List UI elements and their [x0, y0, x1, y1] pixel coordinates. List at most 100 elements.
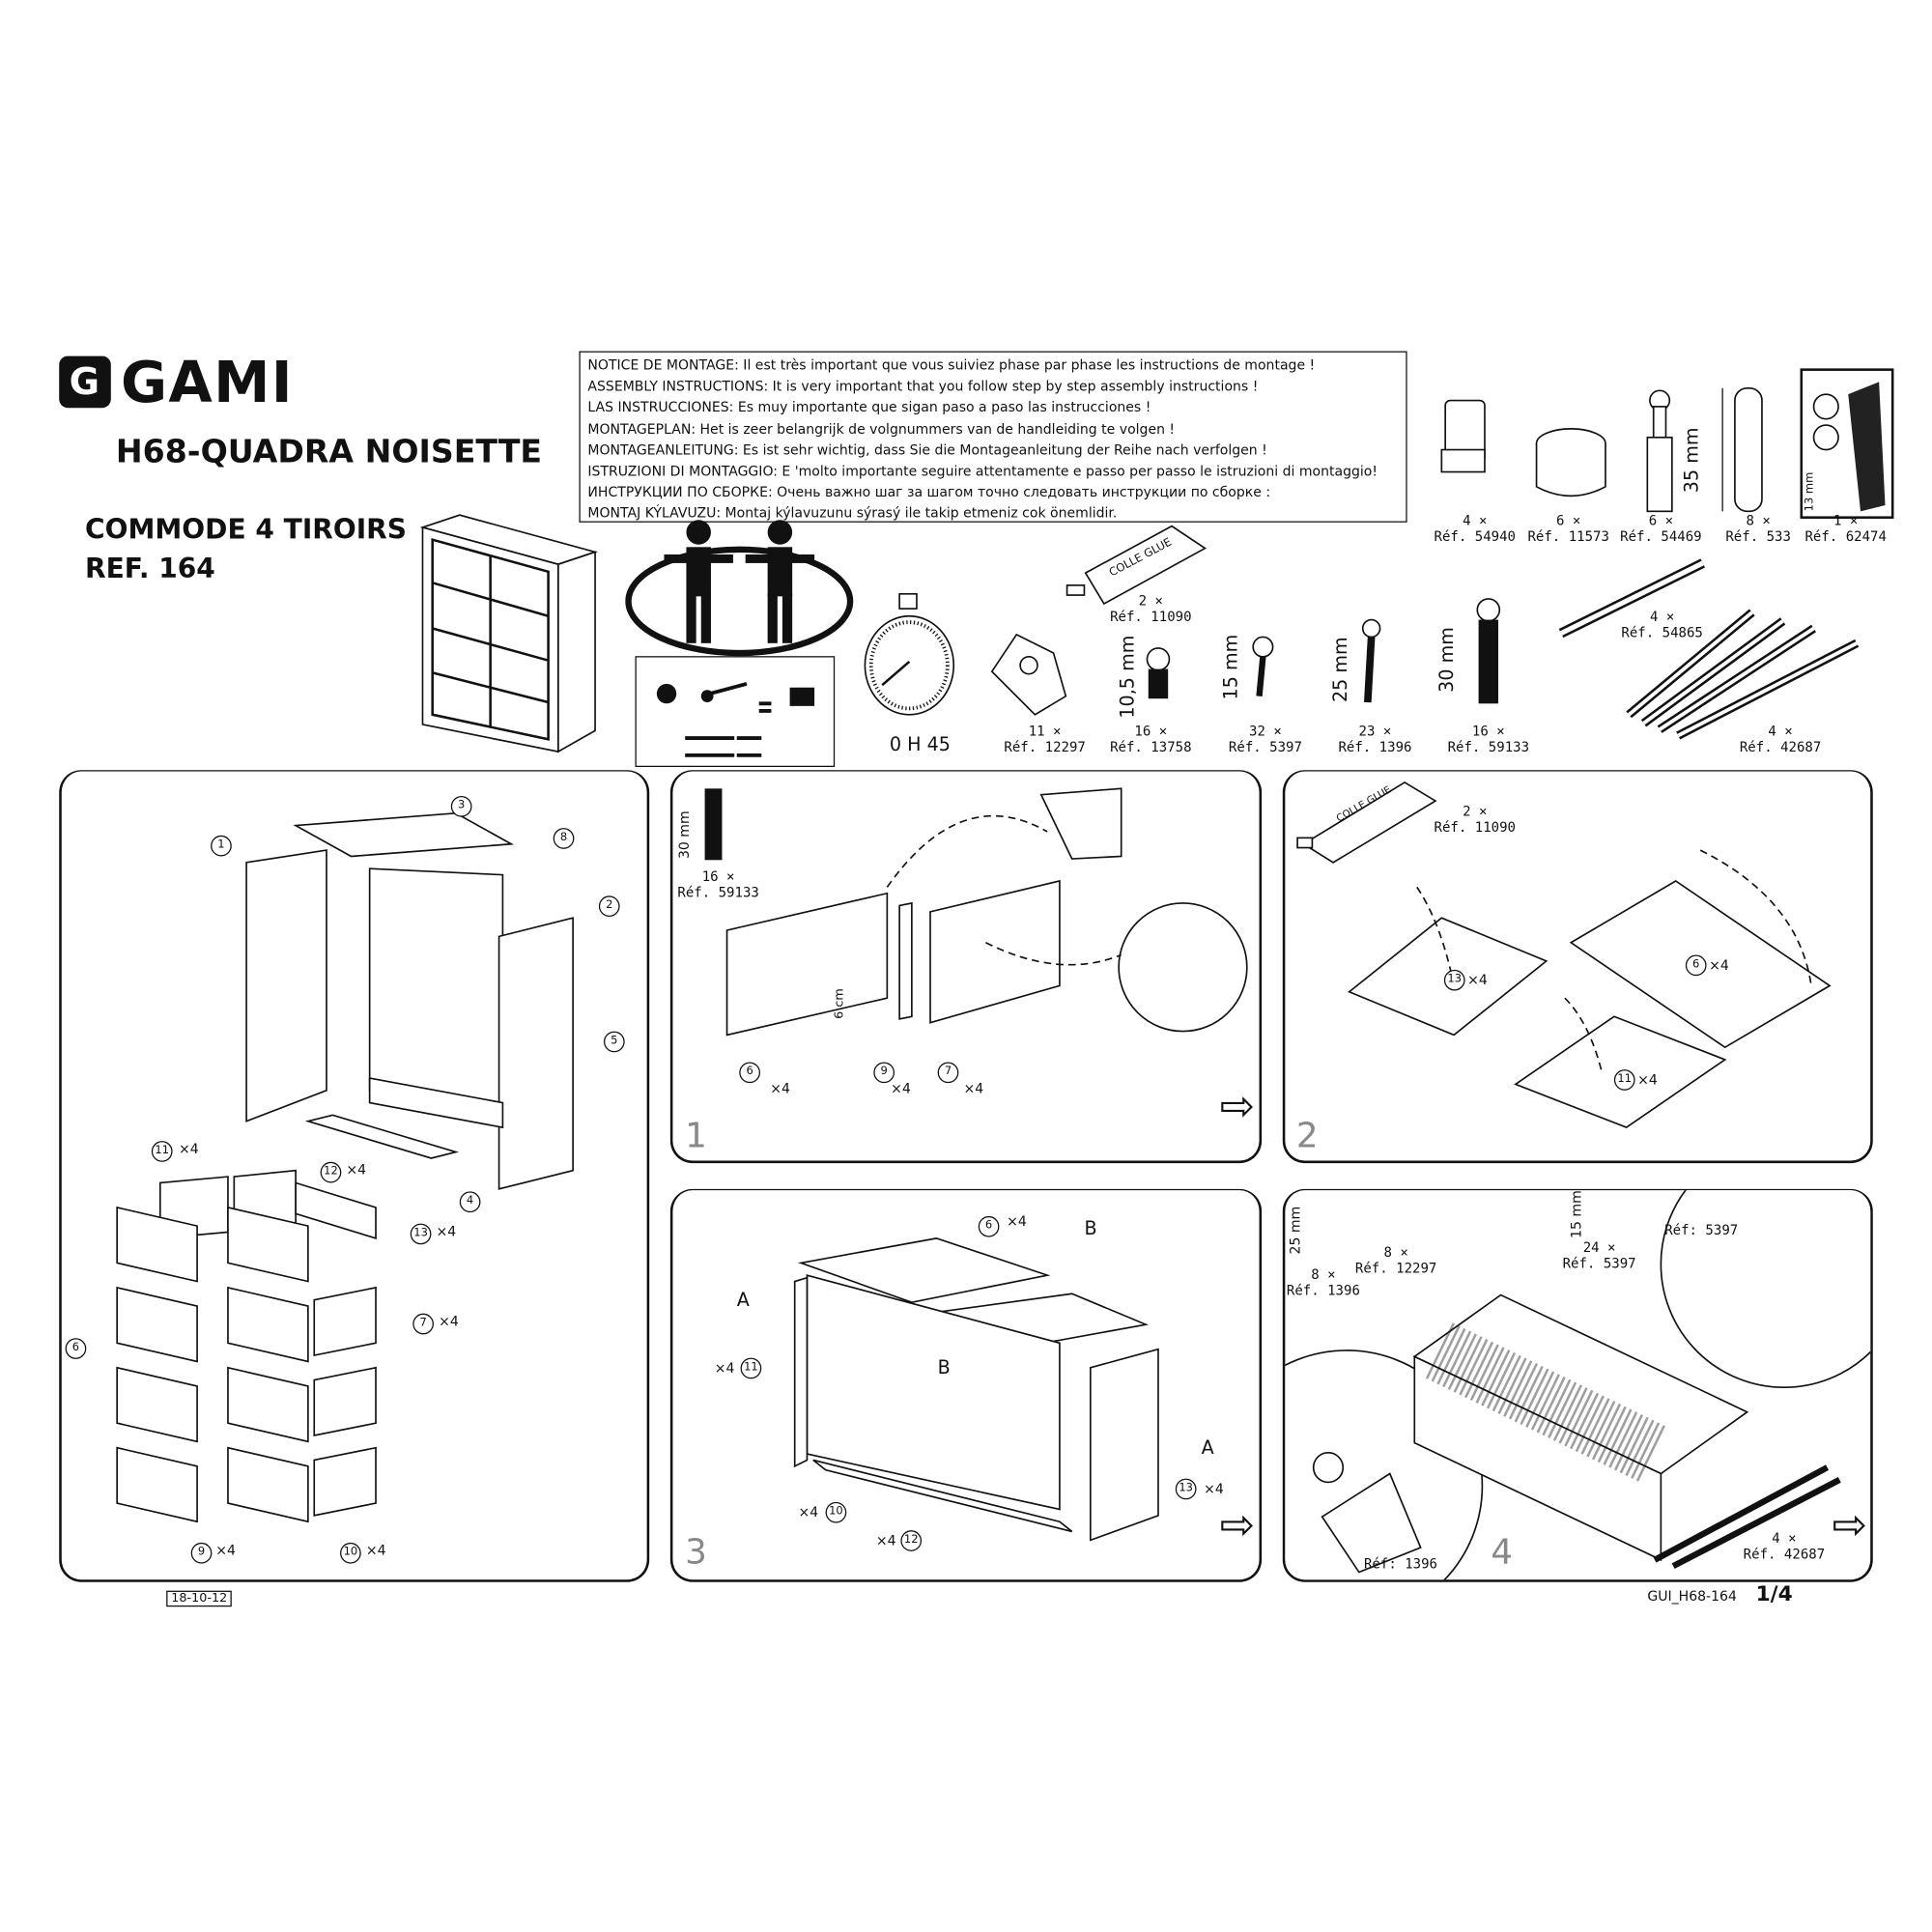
screw-5397-size: 15 mm [1219, 634, 1242, 700]
part-callout-7: 7 [412, 1313, 434, 1335]
tools-icon [635, 656, 836, 767]
notice-en: ASSEMBLY INSTRUCTIONS: It is very import… [587, 378, 1259, 395]
step-3-panel [669, 1188, 1263, 1582]
step-3-drawing [793, 1237, 1159, 1542]
qty-mult: ×4 [714, 1360, 735, 1377]
notice-nl: MONTAGEPLAN: Het is zeer belangrijk de v… [587, 420, 1176, 438]
part-callout-13: 13 [410, 1223, 432, 1245]
detail-label: Réf: 5397 [1664, 1222, 1739, 1238]
dowel-size: 35 mm [1680, 427, 1703, 494]
notice-ru: ИНСТРУКЦИИ ПО СБОРКЕ: Очень важно шаг за… [587, 484, 1271, 501]
screw-5397-icon [1252, 636, 1274, 696]
step-number: 3 [685, 1531, 707, 1573]
part-callout-7: 7 [937, 1062, 959, 1084]
logo-mark-icon: G [59, 355, 111, 409]
hw-533-label: 8 ×Réf. 533 [1725, 512, 1791, 545]
spacing-label: 6 cm [833, 988, 847, 1019]
notice-de: MONTAGEANLEITUNG: Es ist sehr wichtig, d… [587, 441, 1267, 459]
step4-1396-label: 8 ×Réf. 1396 [1286, 1266, 1360, 1299]
logo-text: GAMI [120, 348, 294, 415]
print-date: 18-10-12 [166, 1590, 233, 1607]
hw-1396-label: 23 ×Réf. 1396 [1338, 723, 1412, 755]
hw-62474-label: 1 ×Réf. 62474 [1804, 512, 1887, 545]
part-callout-10: 10 [825, 1501, 847, 1523]
notice-es: LAS INSTRUCCIONES: Es muy importante que… [587, 399, 1151, 416]
screw-59133-icon [1476, 598, 1501, 704]
qty-mult: ×4 [875, 1532, 896, 1549]
screw-1396-icon [1361, 618, 1381, 703]
step-4-panel [1282, 1188, 1873, 1582]
cam-lock-icon [1535, 428, 1606, 497]
screw-13758-icon [1146, 647, 1171, 699]
hw-12297-label: 11 ×Réf. 12297 [1004, 723, 1086, 755]
step4-12297-label: 8 ×Réf. 12297 [1354, 1244, 1437, 1277]
part-callout-6: 6 [1685, 954, 1707, 977]
hw-54940-label: 4 ×Réf. 54940 [1434, 512, 1517, 545]
screw-size: 15 mm [1568, 1190, 1585, 1238]
hw-11573-label: 6 ×Réf. 11573 [1527, 512, 1609, 545]
stopwatch-icon [864, 592, 955, 716]
qty-mult: ×4 [798, 1504, 819, 1520]
notice-it: ISTRUZIONI DI MONTAGGIO: E 'molto import… [587, 463, 1378, 480]
screw-size: 25 mm [1287, 1206, 1304, 1255]
notice-tr: MONTAJ KÝLAVUZU: Montaj kýlavuzunu sýras… [587, 505, 1118, 523]
assembly-time: 0 H 45 [889, 732, 951, 755]
step-4-drawing [1285, 1190, 1871, 1580]
qty-mult: ×4 [215, 1542, 236, 1559]
document-code: GUI_H68-164 [1647, 1588, 1737, 1605]
part-callout-9: 9 [873, 1062, 895, 1084]
hinge-screw-size: 13 mm [1804, 471, 1817, 512]
part-callout-11: 11 [151, 1141, 173, 1162]
step-number: 2 [1295, 1115, 1319, 1156]
connector-54940-icon [1440, 399, 1486, 473]
part-callout-12: 12 [320, 1161, 342, 1183]
qty-mult: ×4 [436, 1223, 457, 1240]
hw-5397-label: 32 ×Réf. 5397 [1228, 723, 1302, 755]
drawer-runners-icon [1558, 558, 1860, 740]
qty-mult: ×4 [439, 1313, 459, 1330]
marker-b: B [937, 1356, 951, 1379]
part-callout-11: 11 [740, 1357, 762, 1379]
part-callout-4: 4 [459, 1191, 481, 1213]
hw-54469-label: 6 ×Réf. 54469 [1620, 512, 1702, 545]
part-callout-13: 13 [1175, 1478, 1197, 1500]
corner-bracket-icon [990, 633, 1067, 716]
step-2-drawing [1296, 781, 1832, 1129]
qty-mult: ×4 [1007, 1213, 1027, 1230]
product-ref: REF. 164 [85, 554, 215, 585]
part-callout-9: 9 [190, 1542, 213, 1564]
hinge-kit-icon [1800, 368, 1894, 519]
marker-a: A [1201, 1436, 1214, 1460]
part-callout-3: 3 [450, 795, 472, 817]
step-1-drawing [704, 787, 1248, 1037]
marker-b: B [1084, 1217, 1097, 1240]
next-arrow-icon: ⇨ [1219, 1081, 1256, 1131]
next-arrow-icon: ⇨ [1219, 1500, 1256, 1550]
screw-59133-size: 30 mm [1435, 627, 1458, 693]
part-callout-6: 6 [65, 1338, 87, 1359]
part-callout-13: 13 [1443, 969, 1465, 991]
hardware-bottom-illustrations [990, 598, 1501, 716]
cam-bolt-icon [1646, 389, 1673, 513]
qty-mult: ×4 [1467, 972, 1488, 988]
cabinet-illustration [419, 514, 598, 753]
part-callout-6: 6 [739, 1062, 760, 1084]
part-callout-6: 6 [978, 1215, 1000, 1237]
product-type: COMMODE 4 TIROIRS [85, 515, 407, 547]
glue-tube-icon [1065, 525, 1208, 606]
qty-mult: ×4 [365, 1542, 386, 1559]
step-number: 4 [1491, 1531, 1514, 1573]
step-number: 1 [685, 1115, 707, 1156]
hw-54865-label: 4 ×Réf. 54865 [1621, 609, 1703, 641]
part-callout-10: 10 [340, 1542, 361, 1564]
qty-mult: ×4 [346, 1161, 367, 1179]
screw-13758-size: 10,5 mm [1116, 635, 1139, 719]
part-callout-11: 11 [1613, 1069, 1635, 1091]
step4-5397-label: 24 ×Réf. 5397 [1562, 1239, 1636, 1272]
detail-label: Réf: 1396 [1363, 1555, 1438, 1573]
qty-mult: ×4 [891, 1080, 911, 1097]
hw-13758-label: 16 ×Réf. 13758 [1110, 723, 1192, 755]
step1-hardware-label: 16 ×Réf. 59133 [677, 868, 759, 901]
